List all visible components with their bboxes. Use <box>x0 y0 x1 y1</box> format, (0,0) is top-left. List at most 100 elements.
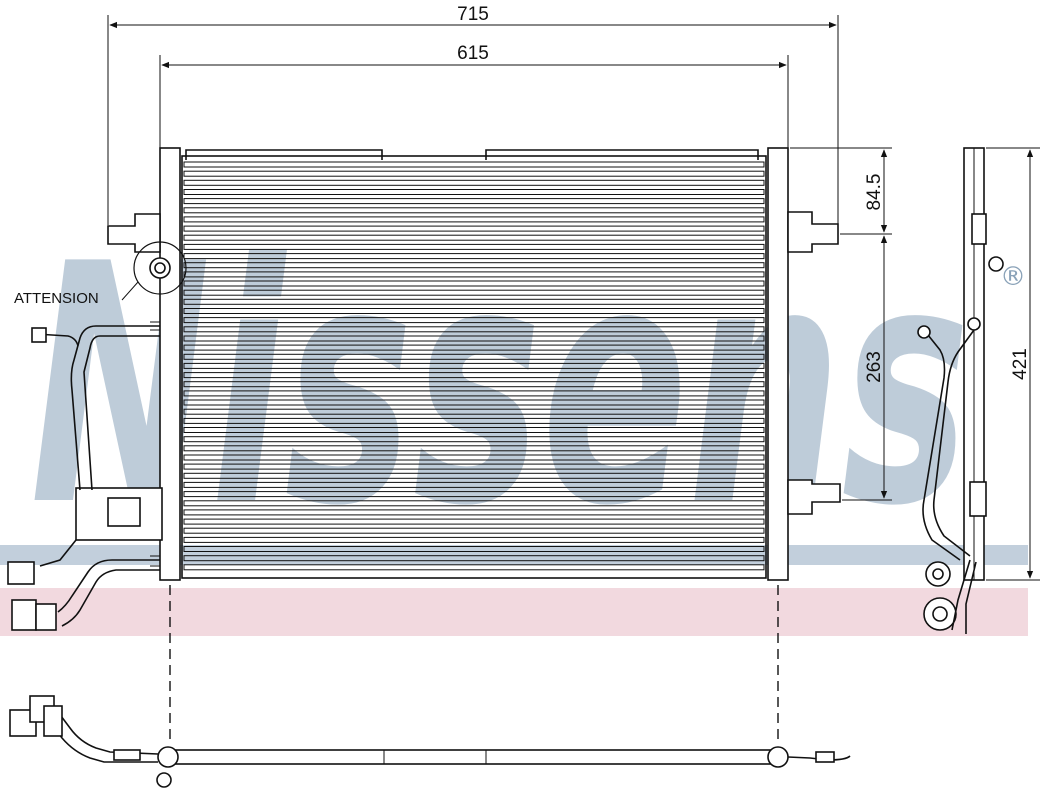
core-tube <box>183 555 765 562</box>
attension-label: ATTENSION <box>14 290 99 307</box>
left-mount-bolt-inner <box>154 262 166 274</box>
watermark-logo: Nissens <box>30 194 970 578</box>
core-tube <box>183 317 765 324</box>
core-tube <box>183 308 765 314</box>
attension-callout-circle <box>133 241 187 295</box>
core-tube <box>183 500 765 507</box>
dim-715-label: 715 <box>457 4 489 25</box>
header-marker-2 <box>150 555 160 567</box>
core-tube <box>183 463 765 470</box>
core-tube <box>183 170 765 177</box>
left-fitting-lower <box>11 599 37 631</box>
core-tube <box>183 372 765 379</box>
core-tube <box>183 408 765 415</box>
registered-mark: ® <box>1000 262 1026 292</box>
left-pipe-lower <box>57 559 160 613</box>
left-pipe-mid <box>39 539 77 567</box>
core-tube <box>183 381 765 388</box>
right-header-tank <box>767 147 789 581</box>
dim-421-label: 421 <box>1010 348 1031 380</box>
front-view: ATTENSION <box>7 147 841 745</box>
side-pipe-b <box>932 329 975 557</box>
core-tube <box>183 253 765 260</box>
core-tube <box>183 445 765 452</box>
core-tube <box>183 298 765 305</box>
core-tube <box>183 527 765 534</box>
side-lower-clip <box>969 481 987 517</box>
core-tube <box>183 518 765 525</box>
dim-263-label: 263 <box>864 351 885 383</box>
bottom-left-fitting-c <box>43 705 63 737</box>
core-tube <box>183 353 765 360</box>
side-fitting-upper <box>917 325 931 339</box>
side-upper-clip <box>971 213 987 245</box>
left-fitting-upper <box>7 561 35 585</box>
attension-leader <box>121 281 139 301</box>
left-pipe-upper <box>70 325 160 491</box>
core-tube <box>183 225 765 232</box>
core-tube <box>183 564 765 571</box>
side-bolt-icon <box>988 256 1004 272</box>
bottom-view <box>9 695 851 788</box>
bottom-left-bracket-tab <box>113 749 141 761</box>
core-tube <box>183 280 765 287</box>
core-tube <box>183 289 765 296</box>
bottom-core-bar <box>169 749 779 765</box>
core-tube <box>183 179 765 186</box>
core-tube <box>183 427 765 433</box>
left-pipe-fitting <box>31 327 47 343</box>
core-tube <box>183 161 765 168</box>
core-tube <box>183 536 765 543</box>
side-fitting-lower-inner <box>932 606 948 622</box>
core-tube <box>183 546 765 552</box>
left-upper-bracket <box>107 213 161 253</box>
core-tube <box>183 481 765 488</box>
dim-84-5-label: 84.5 <box>864 174 885 211</box>
left-fitting-lower-b <box>35 603 57 631</box>
core-tubes <box>183 161 765 571</box>
core-tube <box>183 198 765 205</box>
core-tube <box>183 326 765 333</box>
pink-band <box>0 588 1028 636</box>
left-pipe-upper-b <box>83 335 160 491</box>
core-tube <box>183 335 765 342</box>
bottom-left-lug <box>156 772 172 788</box>
core-tube <box>183 390 765 397</box>
top-channel-left <box>185 149 383 160</box>
left-pipe-lower-b <box>61 569 160 627</box>
bottom-left-end-cap <box>157 746 179 768</box>
core-tube <box>183 491 765 498</box>
header-marker-1 <box>150 321 160 331</box>
bottom-left-pipe-b <box>49 721 158 763</box>
core-tube <box>183 436 765 443</box>
core-tube <box>183 234 765 241</box>
side-pipe-lower <box>951 559 977 634</box>
core-tube <box>183 417 765 424</box>
left-header-tank <box>159 147 181 581</box>
dim-615-label: 615 <box>457 43 489 64</box>
side-fitting-mid-inner <box>932 568 944 580</box>
core-tube <box>183 207 765 214</box>
right-lower-bracket <box>787 479 841 515</box>
side-view <box>917 147 1004 634</box>
right-upper-bracket <box>787 211 839 253</box>
core-frame <box>181 155 767 579</box>
core-tube <box>183 344 765 351</box>
dimensions: 715 615 84.5 263 421 <box>107 4 1040 581</box>
left-pipe-connector <box>35 333 79 347</box>
core-tube <box>183 454 765 461</box>
core-tube <box>183 472 765 479</box>
core-tube <box>183 189 765 195</box>
left-lower-bracket-window <box>107 497 141 527</box>
core-tube <box>183 262 765 269</box>
core-tube <box>183 271 765 278</box>
top-channel-right <box>485 149 759 160</box>
core-tube <box>183 509 765 516</box>
side-mount-icon <box>967 317 981 331</box>
bottom-right-end-cap <box>767 746 789 768</box>
bottom-right-tab <box>815 751 835 763</box>
core-tube <box>183 216 765 223</box>
core-tube <box>183 243 765 250</box>
